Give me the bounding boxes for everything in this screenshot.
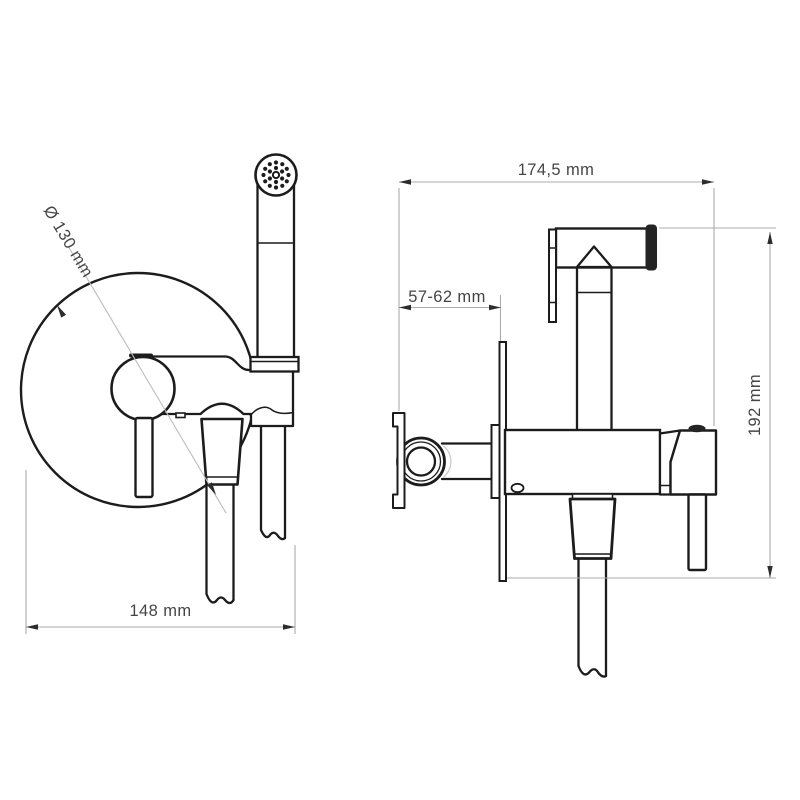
mixer-body-side — [503, 424, 718, 572]
mixer-knob-front — [110, 353, 176, 422]
lever-handle-front — [134, 416, 154, 499]
shower-head-side — [548, 224, 657, 323]
dimension-width-148: 148 mm — [25, 470, 296, 634]
lever-handle-side — [687, 493, 708, 572]
plate-diameter-label: Ø 130 mm — [40, 203, 97, 281]
hose-nut-front — [199, 402, 245, 486]
shower-hose-side — [577, 557, 608, 678]
shower-head-face — [254, 153, 298, 197]
dimension-height-192: 192 mm — [507, 227, 776, 579]
knob-top-button — [688, 424, 706, 433]
mounting-plate — [392, 412, 406, 509]
depth-label: 174,5 mm — [518, 161, 595, 179]
body-detail-tab — [175, 412, 186, 419]
mixer-knob-side — [669, 429, 718, 496]
hand-shower-hose-right — [259, 424, 287, 541]
hose-nut-side — [568, 493, 617, 560]
side-view: 174,5 mm 57-62 mm 192 mm — [392, 161, 776, 678]
body-screw-hole — [510, 482, 525, 494]
shower-holder-collar — [249, 355, 300, 373]
front-view: Ø 130 mm 148 mm — [19, 153, 300, 634]
shower-hose-front — [205, 483, 235, 605]
concealed-valve — [392, 412, 501, 509]
hand-shower-handle-front — [256, 182, 296, 359]
wall-range-label: 57-62 mm — [408, 288, 485, 306]
shower-head-bracket — [548, 228, 557, 323]
height-label: 192 mm — [746, 374, 764, 436]
hand-shower-handle-side — [575, 265, 613, 432]
shower-head-cap — [645, 224, 657, 271]
width-label: 148 mm — [129, 602, 191, 620]
dimension-wall-range: 57-62 mm — [399, 288, 502, 341]
